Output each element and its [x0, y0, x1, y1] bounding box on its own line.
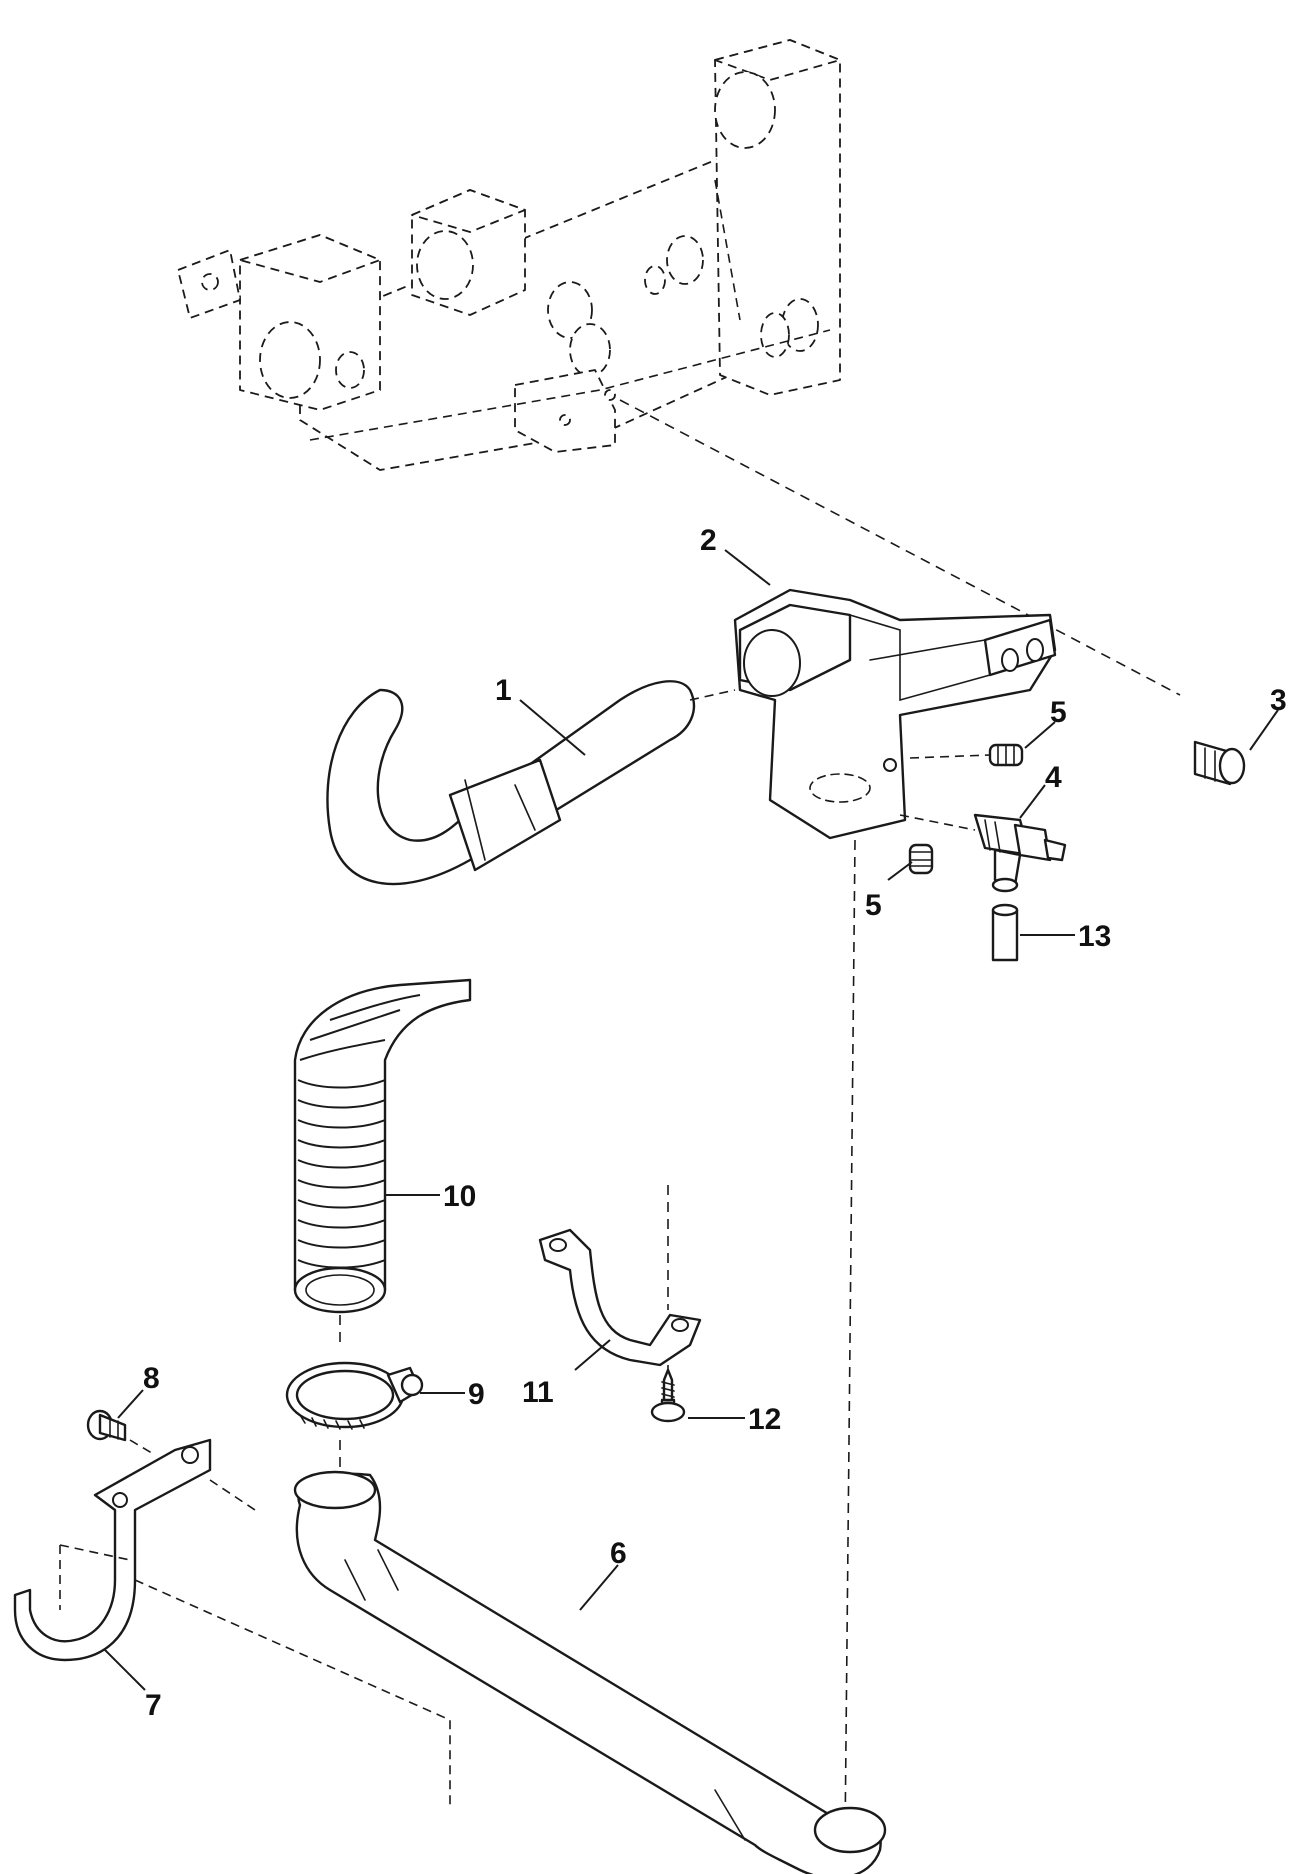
wood-screw-part-12 [650, 1368, 686, 1423]
callout-2: 2 [700, 524, 717, 557]
callout-13: 13 [1078, 920, 1111, 953]
set-screw-part-5-lower [908, 843, 934, 875]
small-tube-part-13 [991, 903, 1019, 962]
callout-12: 12 [748, 1403, 781, 1436]
set-screw-part-5-upper [988, 743, 1024, 767]
centerline-bracket-to-elbow [844, 839, 856, 1841]
callout-6: 6 [610, 1537, 627, 1570]
callout-8: 8 [143, 1362, 160, 1395]
callout-7: 7 [145, 1689, 162, 1722]
hose-ribs [297, 994, 421, 1269]
callout-4: 4 [1045, 761, 1062, 794]
callout-1: 1 [495, 674, 512, 707]
corrugated-hose-part-10 [293, 978, 472, 1314]
callout-5-upper: 5 [1050, 696, 1067, 729]
alignment-line-frame-to-screw [619, 399, 1181, 696]
callout-5-lower: 5 [865, 889, 882, 922]
saddle-clamp-part-11 [538, 1228, 702, 1367]
callout-labels: 1 2 3 4 5 5 6 7 8 9 10 11 12 13 [143, 524, 1287, 1722]
callout-9: 9 [468, 1378, 485, 1411]
bracket-part-2 [733, 588, 1057, 840]
screw-part-3 [1193, 740, 1246, 786]
hook-bracket-part-7 [13, 1438, 212, 1662]
hose-clamp-part-9 [285, 1361, 424, 1430]
j-tube-part-1 [326, 680, 696, 886]
callout-3: 3 [1270, 684, 1287, 717]
callout-11: 11 [522, 1376, 554, 1409]
callout-10: 10 [443, 1180, 476, 1213]
leader-lines [104, 549, 1279, 1691]
long-pipe-part-6 [293, 1470, 887, 1874]
screw-part-8 [86, 1409, 127, 1442]
elbow-fitting-part-4 [973, 813, 1067, 893]
machine-frame-phantom [177, 39, 841, 471]
